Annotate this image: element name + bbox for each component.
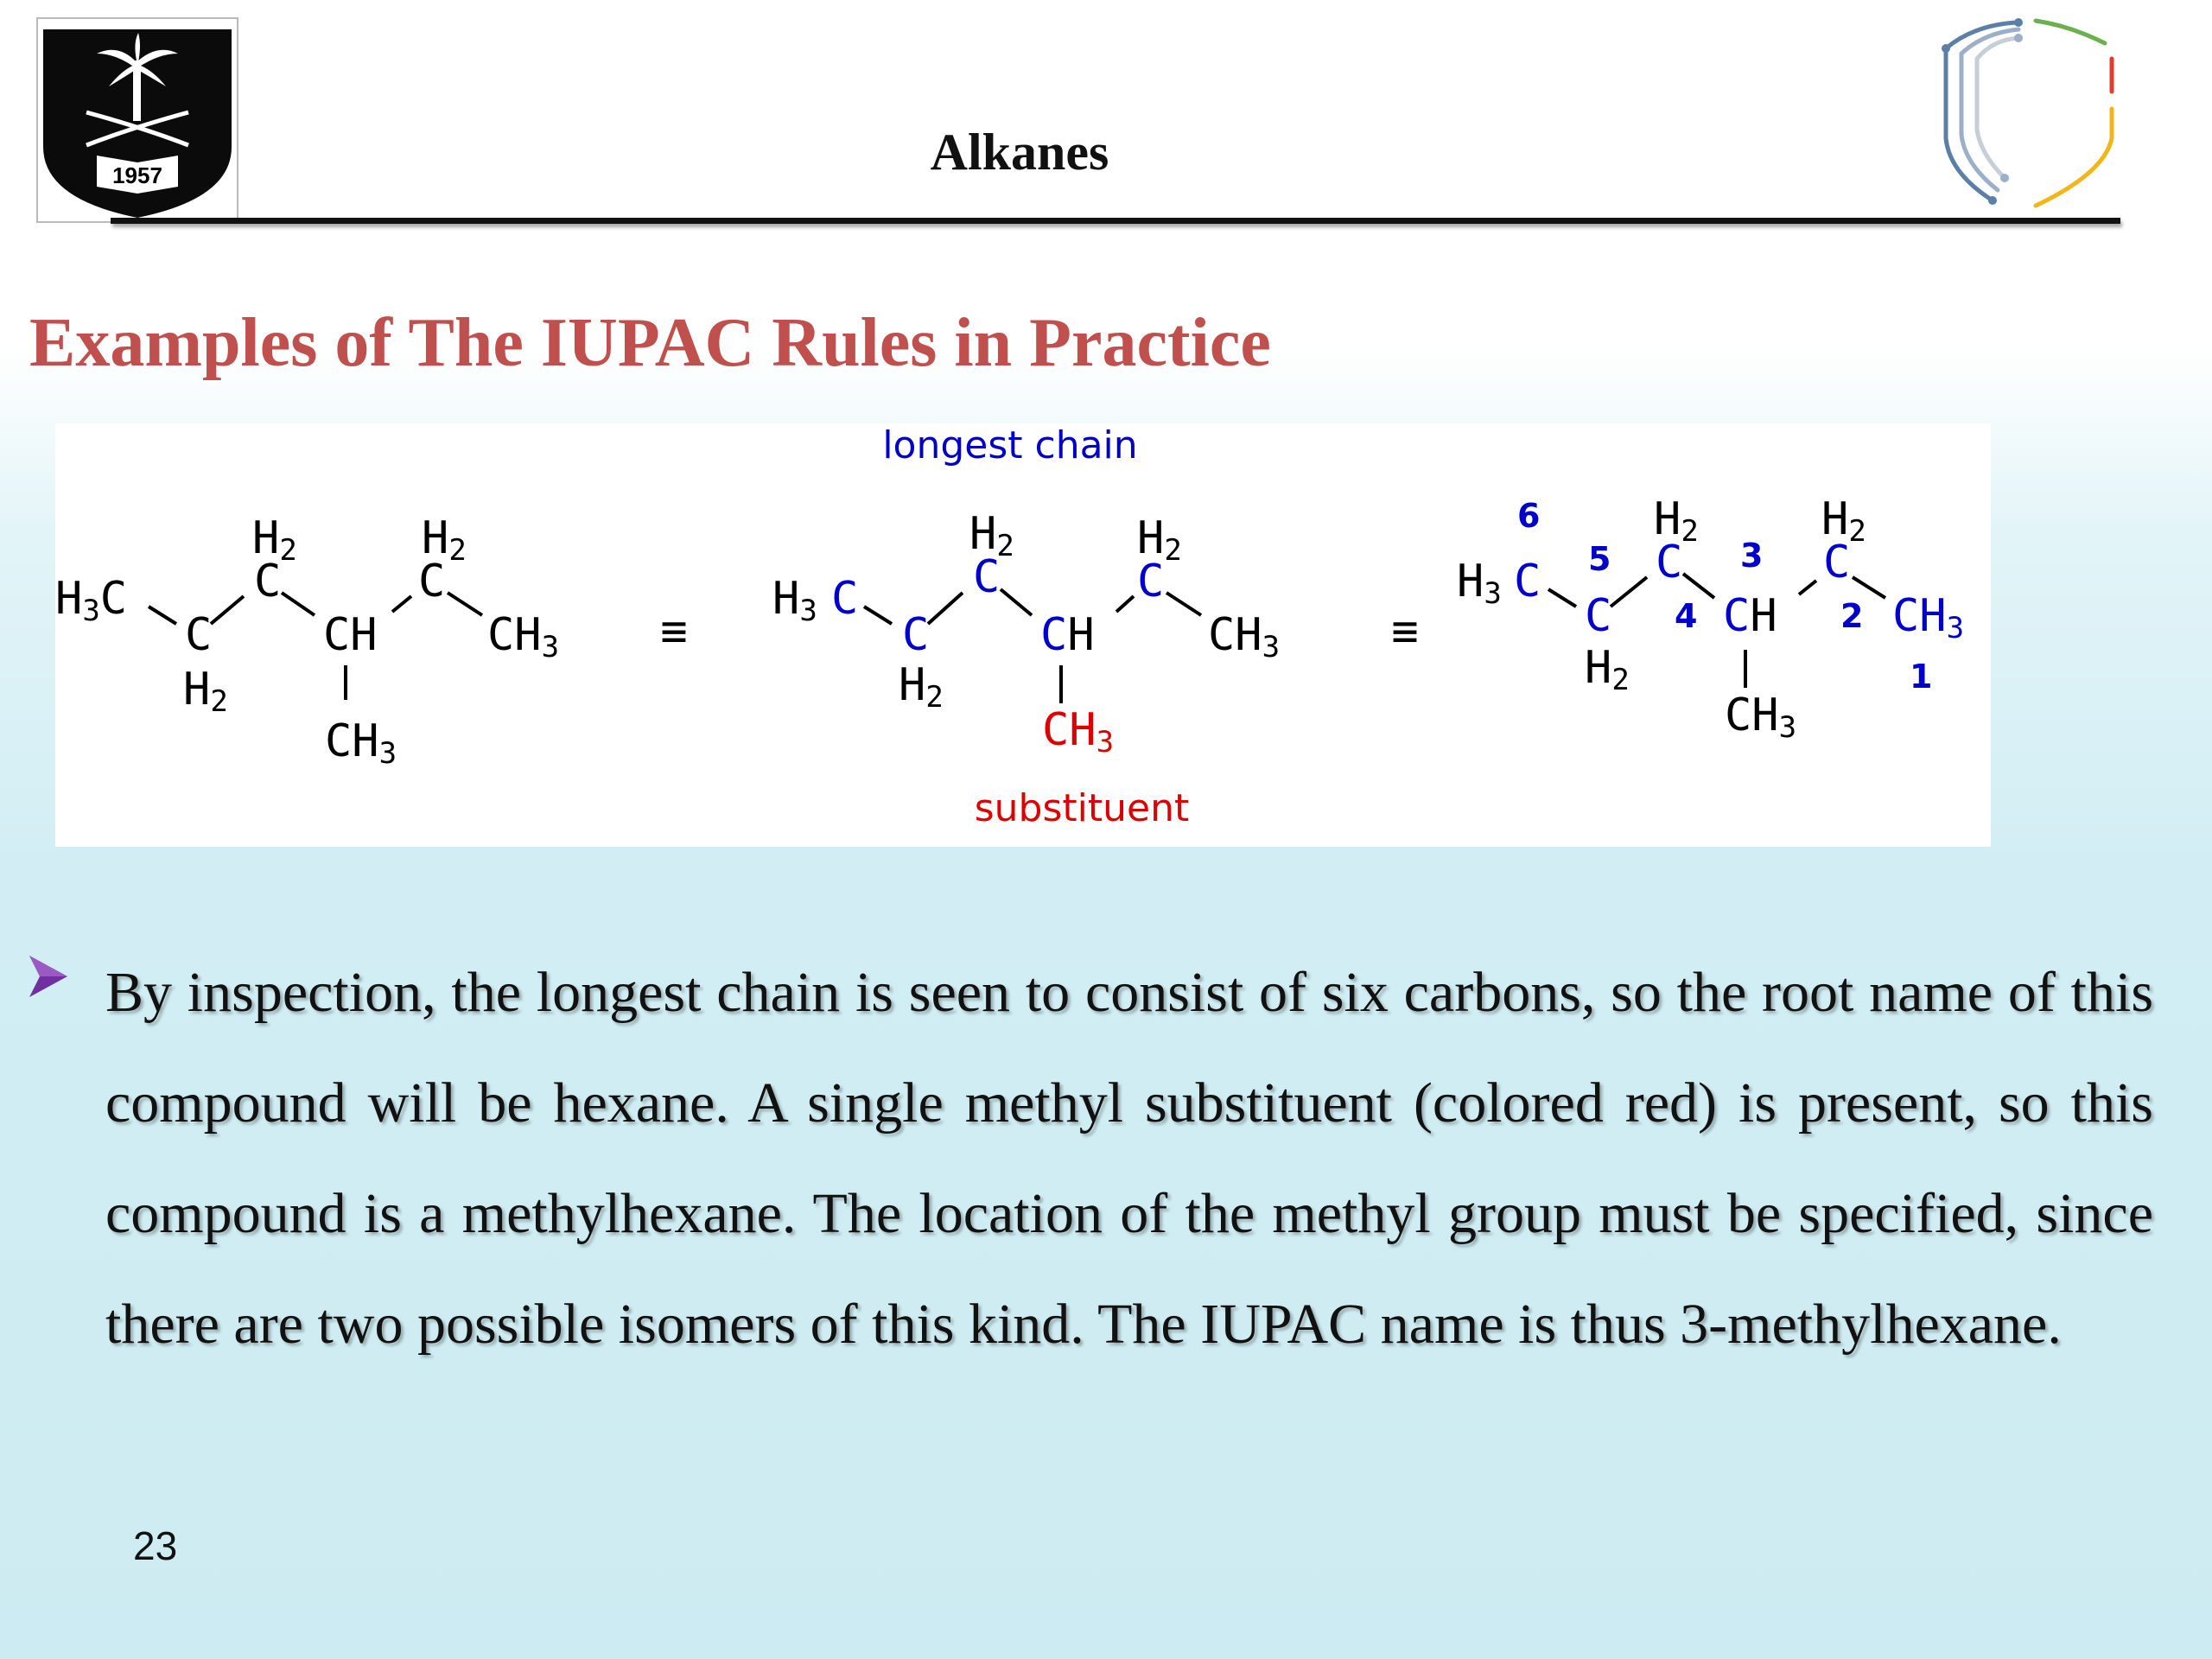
- svg-text:H2: H2: [1585, 642, 1630, 697]
- equivalence-symbol-2: ≡: [1391, 606, 1418, 658]
- svg-text:CH3: CH3: [325, 715, 397, 771]
- circuit-shield-logo: [1932, 9, 2122, 216]
- svg-text:CH3: CH3: [1208, 609, 1280, 664]
- structure-plain: H3C C H2 H2 C CH H2 C CH3 CH3: [55, 512, 559, 771]
- svg-text:C: C: [254, 556, 281, 607]
- svg-text:C: C: [1823, 537, 1850, 588]
- equivalence-symbol-1: ≡: [660, 606, 687, 658]
- svg-text:3: 3: [1740, 537, 1763, 575]
- svg-text:CH3: CH3: [487, 609, 559, 664]
- svg-text:5: 5: [1588, 540, 1611, 578]
- svg-text:C: C: [1514, 556, 1541, 607]
- svg-text:C: C: [185, 609, 212, 661]
- svg-text:CH: CH: [1723, 590, 1777, 642]
- label-substituent: substituent: [975, 786, 1190, 830]
- svg-text:H3: H3: [1457, 556, 1502, 611]
- slide-heading: Examples of The IUPAC Rules in Practice: [29, 305, 1271, 381]
- svg-text:C: C: [973, 551, 1000, 603]
- body-paragraph: By inspection, the longest chain is seen…: [105, 961, 2153, 1356]
- iupac-structure-figure: H3C C H2 H2 C CH H2 C CH3 CH3 ≡ longest …: [55, 423, 1991, 847]
- crossed-swords-icon: [86, 110, 189, 148]
- svg-text:C: C: [418, 556, 445, 607]
- university-seal-logo: 1957: [36, 17, 238, 223]
- svg-text:CH3: CH3: [1042, 704, 1114, 760]
- svg-text:C: C: [1585, 590, 1611, 642]
- svg-text:H2: H2: [899, 659, 944, 715]
- svg-text:CH: CH: [1040, 609, 1095, 661]
- svg-text:C: C: [831, 573, 858, 625]
- header-divider: [111, 218, 2120, 224]
- label-longest-chain: longest chain: [882, 423, 1137, 467]
- svg-text:C: C: [1656, 537, 1682, 588]
- arrow-bullet-icon: [26, 952, 71, 1001]
- svg-text:C: C: [902, 609, 929, 661]
- svg-text:C: C: [1137, 556, 1164, 607]
- svg-text:H2: H2: [183, 664, 228, 719]
- carbon-numbering: 6 5 4 3 2 1: [1517, 497, 1932, 696]
- header-title: Alkanes: [930, 124, 1109, 181]
- svg-text:CH3: CH3: [1892, 590, 1964, 645]
- logo-year: 1957: [112, 162, 162, 188]
- svg-text:H3: H3: [772, 573, 817, 628]
- svg-text:CH3: CH3: [1725, 690, 1796, 745]
- svg-text:6: 6: [1517, 497, 1540, 535]
- svg-text:2: 2: [1840, 597, 1863, 635]
- svg-text:H3C: H3C: [55, 573, 127, 628]
- palm-tree-icon: [97, 33, 178, 121]
- svg-text:4: 4: [1675, 597, 1697, 635]
- svg-text:1: 1: [1910, 658, 1932, 696]
- page-number: 23: [133, 1523, 178, 1568]
- structure-highlighted: H3 C C H2 H2 C CH H2 C CH3 CH3: [772, 508, 1280, 760]
- svg-text:CH: CH: [323, 609, 378, 661]
